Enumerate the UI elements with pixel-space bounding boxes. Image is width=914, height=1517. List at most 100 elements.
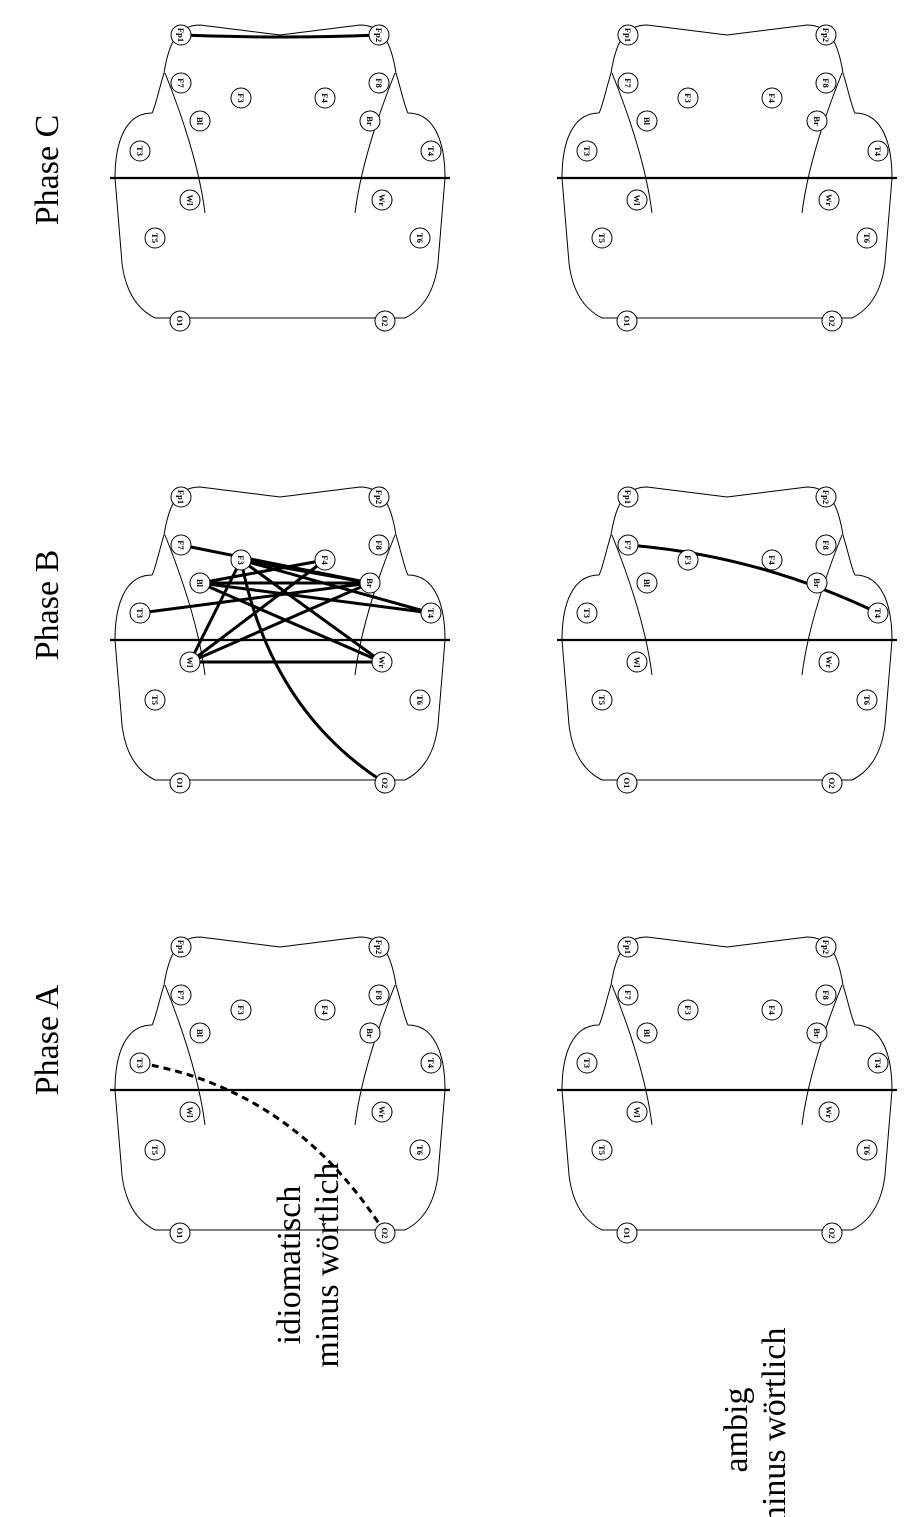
electrode-label: T6 (862, 695, 872, 705)
electrode-label: F7 (623, 990, 633, 1000)
electrode-o2: O2 (375, 773, 395, 793)
electrode-label: T3 (582, 1058, 592, 1068)
fissure-right (355, 985, 395, 1125)
electrode-f4: F4 (762, 88, 782, 108)
electrode-o1: O1 (170, 311, 190, 331)
electrode-label: T3 (135, 608, 145, 618)
electrode-label: F4 (320, 555, 330, 565)
electrode-wl: Wl (627, 190, 647, 210)
electrode-label: Bl (195, 1029, 205, 1038)
condition-ambig-line1: ambig (718, 1388, 755, 1473)
electrode-label: T3 (135, 146, 145, 156)
electrode-fp2: Fp2 (369, 937, 389, 957)
electrode-label: F8 (374, 990, 384, 999)
electrode-label: O2 (827, 1228, 837, 1239)
electrode-t3: T3 (577, 1053, 597, 1073)
electrode-label: Br (812, 116, 822, 126)
electrode-br: Br (807, 573, 827, 593)
electrode-o1: O1 (170, 1223, 190, 1243)
electrode-label: F3 (236, 555, 246, 564)
electrode-label: Wr (377, 194, 387, 206)
fissure-right (802, 73, 842, 213)
electrode-label: F8 (374, 540, 384, 549)
electrode-o1: O1 (617, 1223, 637, 1243)
electrode-f4: F4 (762, 1000, 782, 1020)
electrode-wr: Wr (819, 1102, 839, 1122)
electrode-f8: F8 (816, 535, 836, 555)
electrode-label: Wr (824, 194, 834, 206)
electrode-f4: F4 (315, 550, 335, 570)
electrode-bl: Bl (637, 1023, 657, 1043)
electrode-label: Wl (185, 657, 195, 669)
electrode-fp1: Fp1 (171, 487, 191, 507)
electrode-label: T5 (150, 233, 160, 243)
electrode-label: Wl (632, 1107, 642, 1119)
electrode-f8: F8 (369, 535, 389, 555)
electrode-o1: O1 (617, 773, 637, 793)
electrode-label: Fp1 (623, 490, 633, 504)
electrode-label: O1 (622, 316, 632, 327)
electrode-label: F7 (623, 540, 633, 550)
electrode-label: T5 (150, 695, 160, 705)
electrode-o2: O2 (822, 1223, 842, 1243)
electrode-fp2: Fp2 (816, 25, 836, 45)
electrode-label: Fp1 (623, 940, 633, 954)
electrode-t4: T4 (868, 141, 888, 161)
electrode-fp2: Fp2 (816, 487, 836, 507)
electrode-br: Br (360, 111, 380, 131)
electrode-wl: Wl (180, 190, 200, 210)
electrode-fp1: Fp1 (171, 25, 191, 45)
electrode-bl: Bl (637, 111, 657, 131)
electrode-label: T5 (597, 233, 607, 243)
electrode-label: Fp1 (176, 28, 186, 42)
electrode-label: Bl (195, 117, 205, 126)
electrode-label: T5 (597, 1145, 607, 1155)
electrode-label: T4 (426, 146, 436, 157)
electrode-label: T4 (873, 608, 883, 619)
connection-fp1-fp2 (181, 35, 379, 37)
electrode-bl: Bl (190, 111, 210, 131)
electrode-label: T6 (415, 695, 425, 705)
electrode-br: Br (360, 573, 380, 593)
electrode-t4: T4 (421, 141, 441, 161)
electrode-label: F3 (683, 555, 693, 564)
electrode-label: O1 (622, 1228, 632, 1239)
electrode-label: T6 (415, 1145, 425, 1155)
electrode-t6: T6 (410, 1140, 430, 1160)
electrode-label: T5 (150, 1145, 160, 1155)
electrode-f7: F7 (618, 73, 638, 93)
electrode-label: F8 (821, 990, 831, 999)
electrode-t4: T4 (421, 1053, 441, 1073)
electrode-t3: T3 (130, 1053, 150, 1073)
electrode-label: O1 (175, 316, 185, 327)
electrode-f3: F3 (231, 550, 251, 570)
electrode-fp1: Fp1 (618, 25, 638, 45)
electrode-o1: O1 (170, 773, 190, 793)
electrode-f3: F3 (678, 550, 698, 570)
electrode-wl: Wl (180, 1102, 200, 1122)
electrode-label: Br (812, 578, 822, 588)
electrode-label: Br (812, 1028, 822, 1038)
electrode-label: O2 (380, 1228, 390, 1239)
electrode-label: F7 (623, 78, 633, 88)
electrode-fp1: Fp1 (618, 487, 638, 507)
electrode-t5: T5 (592, 228, 612, 248)
electrode-label: Fp2 (374, 490, 384, 504)
electrode-label: Bl (642, 117, 652, 126)
condition-idiom-line1: idiomatisch (271, 1186, 308, 1345)
electrode-fp2: Fp2 (369, 25, 389, 45)
electrode-f4: F4 (315, 1000, 335, 1020)
electrode-fp1: Fp1 (618, 937, 638, 957)
electrode-label: F7 (176, 540, 186, 550)
electrode-label: F4 (320, 1005, 330, 1015)
electrode-label: Wl (632, 657, 642, 669)
electrode-label: Fp2 (374, 28, 384, 42)
electrode-t5: T5 (145, 1140, 165, 1160)
electrode-o2: O2 (822, 773, 842, 793)
electrode-t4: T4 (421, 603, 441, 623)
electrode-label: Bl (642, 1029, 652, 1038)
electrode-bl: Bl (190, 1023, 210, 1043)
electrode-label: Fp2 (821, 28, 831, 42)
